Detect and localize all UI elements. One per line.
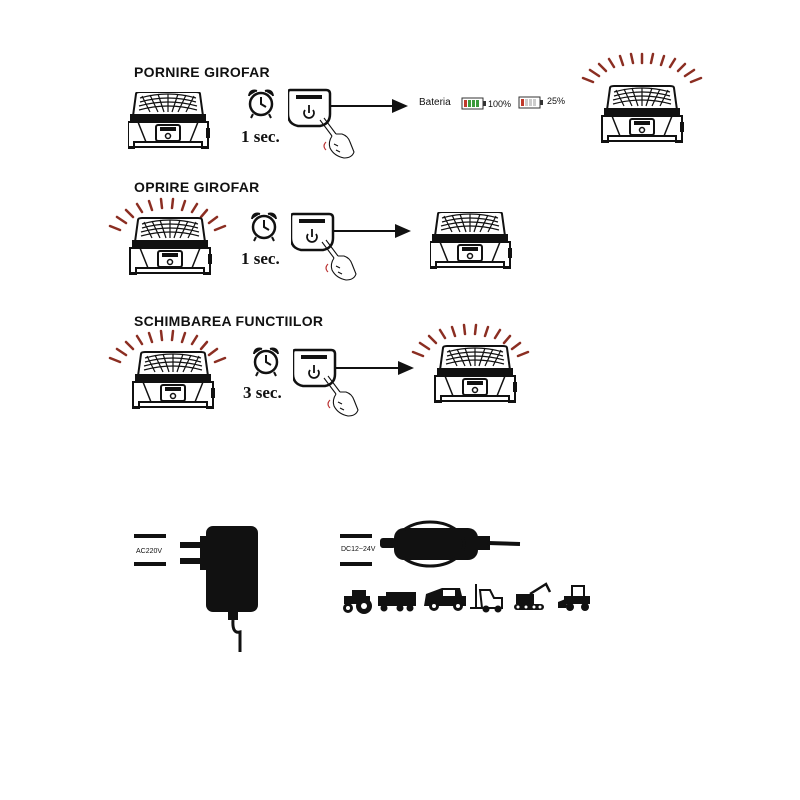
beacon-lamp-icon	[430, 212, 513, 269]
alarm-clock-icon	[250, 212, 278, 243]
arrow-icon	[336, 361, 414, 375]
duration-label: 1 sec.	[241, 249, 280, 268]
beacon-lit-icon	[581, 52, 703, 143]
alarm-clock-icon	[252, 347, 280, 378]
battery-low-icon	[518, 96, 543, 109]
section-title-power-on: PORNIRE GIROFAR	[134, 64, 270, 80]
ac-label-box	[134, 534, 166, 566]
vehicle-icons	[343, 582, 590, 614]
loader-icon	[558, 585, 590, 611]
arrow-icon	[330, 99, 408, 113]
battery-full-icon	[461, 97, 486, 110]
arrow-icon	[333, 224, 411, 238]
duration-label: 3 sec.	[243, 383, 282, 402]
alarm-clock-icon	[247, 89, 275, 120]
duration-label: 1 sec.	[241, 127, 280, 146]
wall-adapter-icon	[180, 526, 258, 652]
hand-press-icon	[321, 239, 357, 281]
excavator-icon	[514, 582, 552, 610]
dc-label-box	[340, 534, 372, 566]
dc-voltage-label: DC12~24V	[341, 546, 376, 553]
battery-full-percent: 100%	[488, 99, 512, 109]
section-title-power-off: OPRIRE GIROFAR	[134, 179, 260, 195]
tractor-icon	[343, 590, 372, 614]
beacon-lit-icon	[108, 197, 227, 275]
beacon-lit-icon	[411, 323, 530, 403]
hand-press-icon	[323, 375, 359, 417]
ac-voltage-label: AC220V	[136, 548, 163, 555]
beacon-lit-icon	[108, 329, 227, 409]
battery-label: Bateria	[419, 97, 451, 108]
car-charger-icon	[380, 520, 521, 568]
truck-icon	[378, 592, 416, 612]
forklift-icon	[470, 584, 503, 613]
section-title-change-functions: SCHIMBAREA FUNCTIILOR	[134, 313, 324, 329]
hand-press-icon	[319, 117, 355, 159]
beacon-lamp-icon	[128, 92, 211, 149]
battery-low-percent: 25%	[547, 96, 566, 106]
jeep-icon	[424, 588, 466, 611]
